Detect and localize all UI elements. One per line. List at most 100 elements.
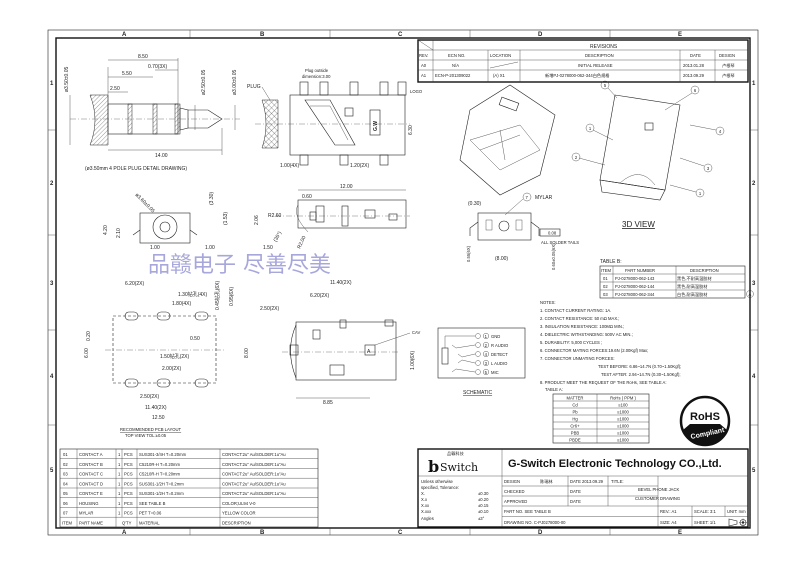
bom-cell: PCS (124, 481, 133, 486)
bom-cell: C5210R-H T=0.20mm (139, 462, 181, 467)
tolerance-key: Angles (421, 516, 434, 521)
bom-cell: PCS (124, 491, 133, 496)
tolerance-value: ±0.10 (478, 509, 489, 514)
size-value: SIZE: A4 (660, 520, 677, 525)
dim-label: 1.00 (205, 245, 215, 251)
bom-header: Q'TY (122, 521, 132, 526)
jack-back-view: 7 MYLAR (0.30) (8.00) 0.55(6X) 0.60±0.05… (466, 192, 579, 270)
dim-label: 1.80(4X) (172, 301, 192, 307)
table-b-cell: 02 (603, 284, 608, 289)
bom-cell: HOUSING (79, 501, 99, 506)
grid-row-label: 2 (752, 181, 756, 187)
dim-label: (1.53) (223, 212, 229, 225)
bom-cell: 1 (118, 452, 121, 457)
bom-header: MATERIAL (139, 521, 160, 526)
dim-label: 6.20(2X) (125, 281, 145, 287)
table-a-cell: Cr6+ (570, 424, 580, 429)
rev-cell: A0 (421, 63, 427, 68)
bom-cell: 02 (63, 462, 68, 467)
dim-label: 2.50(2X) (140, 394, 160, 400)
grid-row-label: 2 (50, 181, 54, 187)
dim-label: 0.20 (86, 331, 92, 341)
table-a-header: RoHs ( PPM ) (610, 396, 636, 401)
revisions-table: REVISIONS REV. ECN NO. LOCATION DESCRIPT… (417, 39, 749, 83)
dim-label: (0.30) (468, 201, 481, 207)
bom-cell: 06 (63, 501, 68, 506)
note-item: TEST BEFORE: 6.86~14.7N (0.70~1.50Kgf); (598, 364, 681, 369)
grid-col-label: D (538, 32, 543, 38)
note-item: TABLE A: (545, 387, 563, 392)
mylar-callout-number: 7 (526, 195, 529, 200)
grid-col-label: C (398, 530, 403, 536)
bom-cell: 1 (118, 511, 121, 516)
grid-row-label: 4 (50, 374, 54, 380)
schematic-title: SCHEMATIC (463, 390, 492, 396)
grid-col-label: A (122, 32, 127, 38)
dim-label: 14.00 (155, 153, 168, 159)
dim-label: 0.70(3X) (148, 64, 168, 70)
table-a-cell: PBB (571, 431, 580, 436)
bom-cell: 04 (63, 481, 68, 486)
rev-header: DATE (690, 53, 701, 58)
bom-cell: 01 (63, 452, 68, 457)
grid-col-label: B (260, 530, 265, 536)
tolerance-key: X.xx (421, 503, 430, 508)
bom-cell: 1 (118, 472, 121, 477)
dim-label: 1.00 (150, 245, 160, 251)
dim-label: 1.00(4X) (280, 163, 300, 169)
bom-cell: CONTACT:2u" Au/SOLDER:1u"Au (222, 491, 286, 496)
dim-label: R2.00 (296, 235, 307, 250)
table-b-cell: 白色,耐高温胶材 (677, 291, 707, 298)
schematic-diagram: 1 2 4 3 5 GND R AUDIO DETECT L AUDIO MIC… (437, 327, 526, 396)
jack-3d-view-right: 5 6 1 4 2 3 1 3D VIEW (571, 80, 725, 229)
bom-cell: 1 (118, 501, 121, 506)
dim-label: 6.00 (84, 348, 90, 358)
bom-cell: 1 (118, 462, 121, 467)
pin-label: GND (491, 334, 500, 339)
tolerance-value: ±0.30 (478, 491, 489, 496)
title-label: TITLE: (611, 479, 624, 484)
notes-section: NOTES: 1. CONTACT CURRENT RATING: 1A. 2.… (540, 300, 681, 392)
cavity-mark: A (367, 349, 371, 355)
dim-label: 1.50 (263, 245, 273, 251)
table-a-header: MATTER (567, 396, 584, 401)
dim-label: (3.30) (209, 192, 215, 205)
rev-cell: INITIAL RELEASE (578, 63, 613, 68)
3d-view-title: 3D VIEW (622, 220, 655, 229)
dim-label: 11.40(2X) (145, 405, 167, 411)
design-date: DATE 2013.09.29 (570, 479, 604, 484)
table-b-cell: 黑色,耐高温胶材 (677, 283, 707, 290)
projection-symbol-icon (728, 518, 747, 527)
pin-number: 5 (485, 370, 488, 375)
table-a: MATTER RoHs ( PPM ) Cd≤100 Pb≤1000 Hg≤10… (552, 393, 650, 444)
dim-label: 12.00 (340, 184, 353, 190)
checked-date: DATE (570, 489, 581, 494)
bom-header: DESCRIPTION (222, 521, 251, 526)
bom-cell: SUS301-1/2H T=0.2mm (139, 481, 184, 486)
grid-row-label: 4 (752, 374, 756, 380)
pin-label: DETECT (491, 352, 508, 357)
grid-col-label: B (260, 32, 265, 38)
dim-label: 2.10 (116, 228, 122, 238)
table-b: TABLE B: ITEM PART NUMBER DESCRIPTION 01… (599, 259, 754, 299)
tolerance-heading: Unless otherwise (421, 479, 454, 484)
bom-cell: COLOR;UL94 V-0 (222, 501, 256, 506)
bom-cell: CONTACT:2u" Au/SOLDER:1u"Au (222, 481, 286, 486)
dim-label: (8.00) (495, 256, 508, 262)
bom-cell: CONTACT D (79, 481, 103, 486)
bom-cell: PCS (124, 452, 133, 457)
note-item: 1. CONTACT CURRENT RATING: 1A. (540, 308, 611, 313)
grid-col-label: D (538, 530, 543, 536)
bom-cell: CONTACT:2u" Au/SOLDER:1u"Au (222, 472, 286, 477)
bom-cell: 07 (63, 511, 68, 516)
jack-bottom-view: A CAV 1.00(6X) 8.85 (282, 319, 421, 406)
design-label: DESIGN (504, 479, 520, 484)
dim-label: 11.40(2X) (330, 280, 352, 286)
revision-value: REV.: A1 (660, 509, 677, 514)
bom-cell: CONTACT C (79, 472, 103, 477)
callout-number: 4 (719, 129, 722, 134)
bom-cell: PCS (124, 472, 133, 477)
grid-col-label: E (678, 530, 682, 536)
revisions-title: REVISIONS (590, 44, 618, 50)
